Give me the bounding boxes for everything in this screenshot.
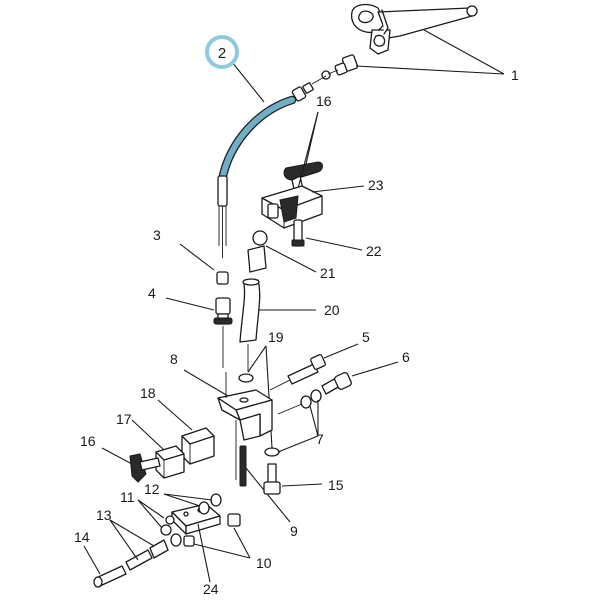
nuts-washers [137, 493, 222, 536]
part-label-16-top: 16 [316, 93, 332, 109]
washers-7 [277, 389, 322, 453]
part-label-15: 15 [328, 477, 344, 493]
leader-1 [355, 29, 505, 75]
part-label-6: 6 [402, 349, 410, 365]
cable-adjuster [165, 297, 233, 368]
part-label-19: 19 [268, 329, 284, 345]
part-label-21: 21 [320, 265, 336, 281]
part-label-18: 18 [140, 385, 156, 401]
callout-label-2: 2 [218, 45, 226, 62]
part-label-13: 13 [96, 507, 112, 523]
sleeves-13 [109, 519, 182, 571]
part-label-23: 23 [368, 177, 384, 193]
clamp-knob-upper [283, 111, 323, 199]
bolt-5 [269, 343, 359, 391]
upper-clamp-bracket [261, 185, 365, 229]
cap-screw-6 [321, 361, 399, 395]
lever-adjuster [321, 54, 359, 80]
main-bracket [183, 369, 273, 480]
part-label-20: 20 [324, 302, 340, 318]
threaded-stud [239, 445, 291, 523]
part-label-4: 4 [148, 285, 156, 301]
part-label-7: 7 [316, 431, 324, 447]
part-label-3: 3 [153, 227, 161, 243]
cable-nut [179, 243, 229, 285]
part-label-12: 12 [144, 481, 160, 497]
bent-tube [239, 278, 316, 372]
callout-2: 2 [205, 35, 265, 103]
screws-10 [183, 513, 251, 559]
clamp-block-17 [131, 419, 185, 479]
ball-sleeve [247, 230, 317, 273]
hand-lever [350, 3, 478, 55]
bolt-22 [291, 219, 363, 251]
part-label-9: 9 [290, 523, 298, 539]
part-label-16-bottom: 16 [80, 433, 96, 449]
control-cable [217, 75, 327, 258]
part-label-5: 5 [362, 329, 370, 345]
part-label-1: 1 [511, 67, 519, 83]
clamp-block-18 [157, 399, 215, 465]
clamp-knob-lower [101, 447, 161, 483]
part-label-14: 14 [74, 529, 90, 545]
part-label-11: 11 [120, 489, 135, 505]
part-label-17: 17 [116, 411, 132, 427]
part-label-22: 22 [366, 243, 382, 259]
bolt-14 [83, 545, 127, 588]
part-label-24: 24 [203, 581, 219, 597]
part-label-10: 10 [256, 555, 272, 571]
bolt-15 [263, 463, 323, 495]
part-label-8: 8 [170, 351, 178, 367]
